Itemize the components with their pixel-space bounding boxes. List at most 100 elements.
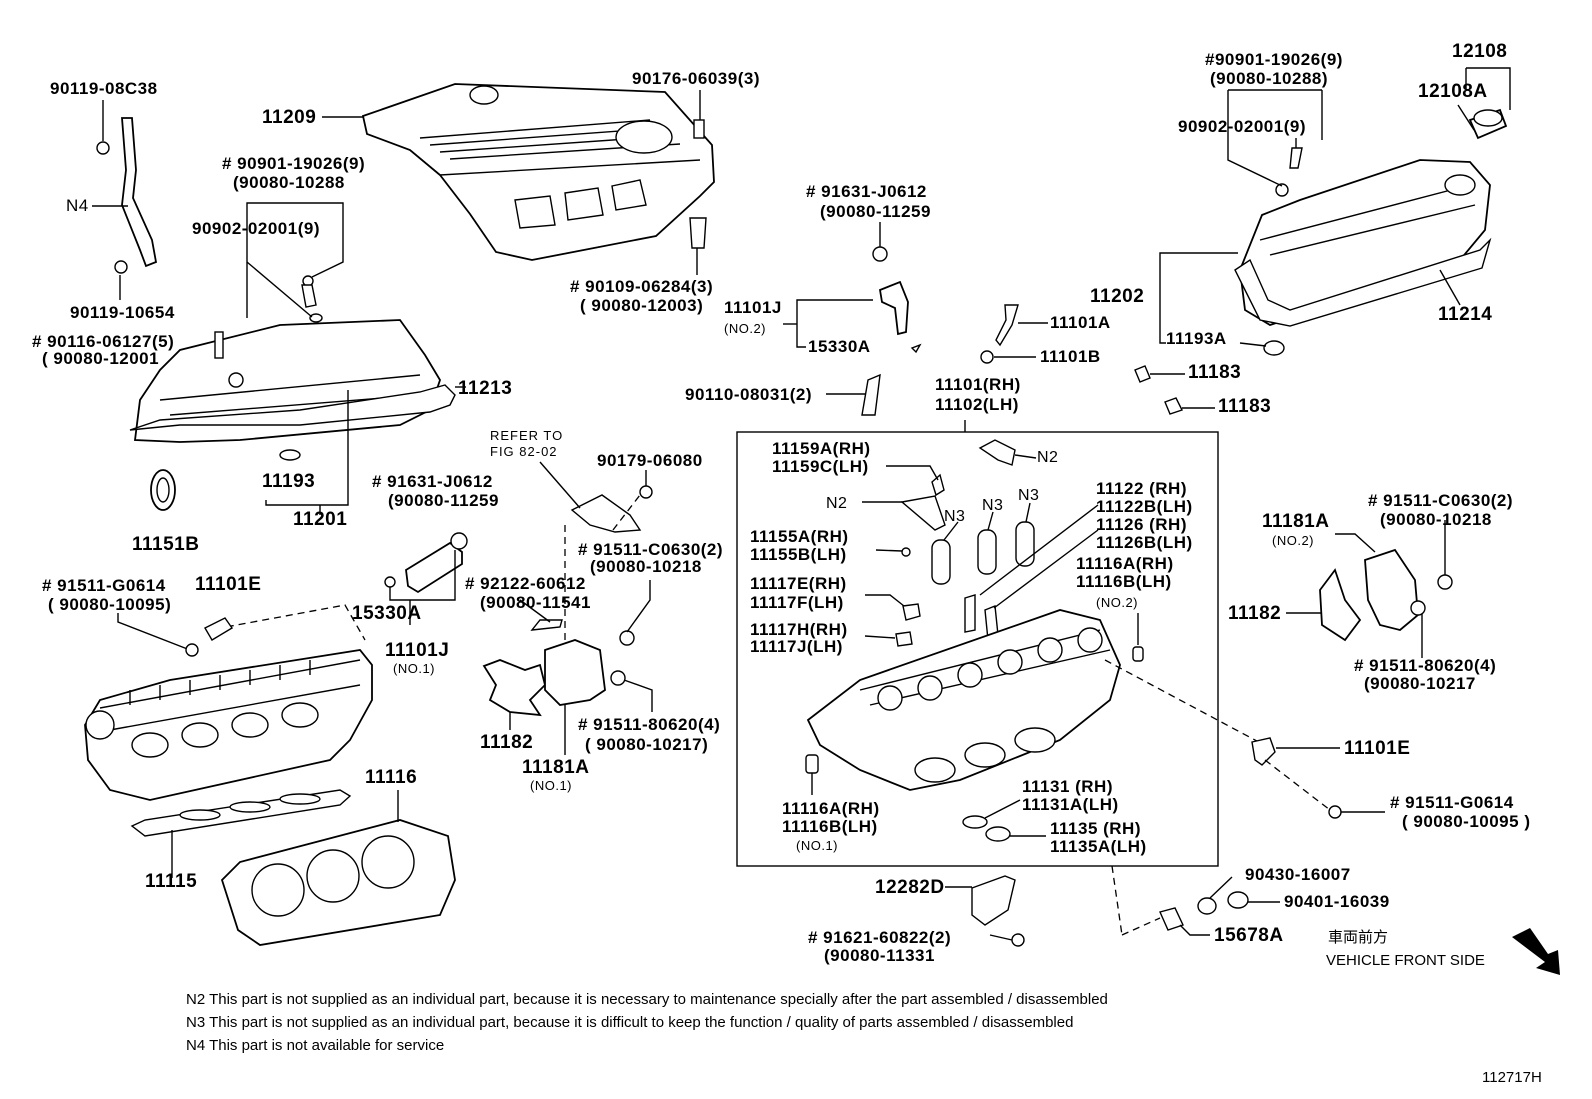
label-11122: 11122 (RH) [1096,479,1187,498]
label-11131: 11131 (RH) [1022,777,1113,796]
label-90080-11331: (90080-11331 [824,946,935,965]
label-no2-bracket: (NO.2) [1272,533,1314,548]
label-11102-lh: 11102(LH) [935,395,1019,414]
label-15330a-right: 15330A [808,337,871,356]
label-11155b: 11155B(LH) [750,545,847,564]
label-90401-16039: 90401-16039 [1284,892,1390,911]
label-90080-10218-left: (90080-10218 [590,557,702,576]
diagram-code: 112717H [1482,1069,1542,1086]
label-11159a: 11159A(RH) [772,439,871,458]
injector-no1 [384,532,468,625]
front-arrow-icon [1512,928,1560,975]
label-90179-06080: 90179-06080 [597,451,703,470]
label-91511-80620-left: # 91511-80620(4) [578,715,721,734]
label-11155a: 11155A(RH) [750,527,849,546]
label-91511-g0614-left: # 91511-G0614 [42,576,166,595]
label-11193a: 11193A [1166,329,1227,348]
injector-no2 [878,280,909,336]
note-n3: N3 This part is not supplied as an indiv… [186,1014,1074,1031]
label-15678a: 15678A [1214,925,1284,946]
label-no2-valve: (NO.2) [1096,595,1138,610]
cylinder-head-left [84,604,373,801]
label-91511-c0630-right: # 91511-C0630(2) [1368,491,1514,510]
label-11101b: 11101B [1040,347,1101,366]
label-90080-10217-left: ( 90080-10217) [585,735,709,754]
label-90902-02001-left: 90902-02001(9) [192,219,320,238]
label-90110-08031: 90110-08031(2) [685,385,813,404]
cylinder-head-right [806,609,1121,791]
label-refer-to: REFER TO [490,428,564,443]
label-92122-60612: # 92122-60612 [465,574,586,593]
valve-cover-left [129,202,466,515]
label-11135: 11135 (RH) [1050,819,1141,838]
label-11201: 11201 [293,509,348,530]
label-11117f: 11117F(LH) [750,593,844,612]
label-90080-11259-right: (90080-11259 [820,202,931,221]
label-11209: 11209 [262,107,317,128]
label-11101-rh: 11101(RH) [935,375,1021,394]
label-90119-10654: 90119-10654 [70,303,175,322]
label-front-side-en: VEHICLE FRONT SIDE [1326,952,1485,969]
label-11122b: 11122B(LH) [1096,497,1193,516]
label-90901-19026-right: #90901-19026(9) [1205,50,1343,69]
label-90080-11541: (90080-11541 [480,593,591,612]
label-90080-10217-right: (90080-10217 [1364,674,1476,693]
label-90430-16007: 90430-16007 [1245,865,1351,884]
note-n4: N4 This part is not available for servic… [186,1037,445,1054]
label-90902-02001-right: 90902-02001(9) [1178,117,1306,136]
label-90080-11259-left: (90080-11259 [388,491,499,510]
label-no2: (NO.2) [724,321,766,336]
note-n2: N2 This part is not supplied as an indiv… [186,991,1108,1008]
label-11117h: 11117H(RH) [750,620,848,639]
label-11202: 11202 [1090,286,1145,307]
label-11116a-no2: 11116A(RH) [1076,554,1174,573]
label-11181a-right: 11181A [1262,511,1330,532]
label-11116a-no1: 11116A(RH) [782,799,880,818]
label-11101j-no2: 11101J [724,298,782,317]
label-11151b: 11151B [132,534,200,555]
label-11193: 11193 [262,471,316,492]
label-11101j-no1: 11101J [385,640,450,661]
label-no1-valve: (NO.1) [796,838,838,853]
label-11116: 11116 [365,767,418,788]
label-90119-08c38: 90119-08C38 [50,79,158,98]
label-n4: N4 [66,196,89,215]
label-90080-12003: ( 90080-12003) [580,296,704,315]
label-90080-10288-right: (90080-10288) [1210,69,1329,88]
label-11126: 11126 (RH) [1096,515,1187,534]
label-91631-j0612-right: # 91631-J0612 [806,182,927,201]
label-12282d: 12282D [875,877,945,898]
label-15330a-left: 15330A [352,603,422,624]
label-11115: 11115 [145,871,198,892]
label-11116b-no1: 11116B(LH) [782,817,878,836]
label-12108a: 12108A [1418,81,1488,102]
bracket-n4 [92,100,158,300]
label-11116b-no2: 11116B(LH) [1076,572,1172,591]
label-front-side-cn: 車両前方 [1328,929,1389,946]
engine-cover-11209 [322,83,715,261]
label-11213: 11213 [458,378,513,399]
bracket-12282d [971,875,1016,926]
label-11131a: 11131A(LH) [1022,795,1119,814]
label-11182-left: 11182 [480,732,534,753]
bracket-right [1286,520,1453,658]
label-90080-10218-right: (90080-10218 [1380,510,1492,529]
label-91511-g0614-right: # 91511-G0614 [1390,793,1514,812]
label-no1-injector: (NO.1) [393,661,435,676]
label-n2-top: N2 [1037,449,1059,466]
label-11101a: 11101A [1050,313,1111,332]
label-11135a: 11135A(LH) [1050,837,1147,856]
label-11182-right: 11182 [1228,603,1282,624]
label-11181a-left: 11181A [522,757,590,778]
label-90080-12001: ( 90080-12001 [42,349,160,368]
label-90901-19026-left: # 90901-19026(9) [222,154,366,173]
label-11117e: 11117E(RH) [750,574,847,593]
label-91511-c0630-left: # 91511-C0630(2) [578,540,724,559]
detail-box [736,431,1219,867]
label-n3-b: N3 [982,497,1004,514]
label-90080-10095-left: ( 90080-10095) [48,595,172,614]
label-11126b: 11126B(LH) [1096,533,1193,552]
label-91621-60822: # 91621-60822(2) [808,928,952,947]
